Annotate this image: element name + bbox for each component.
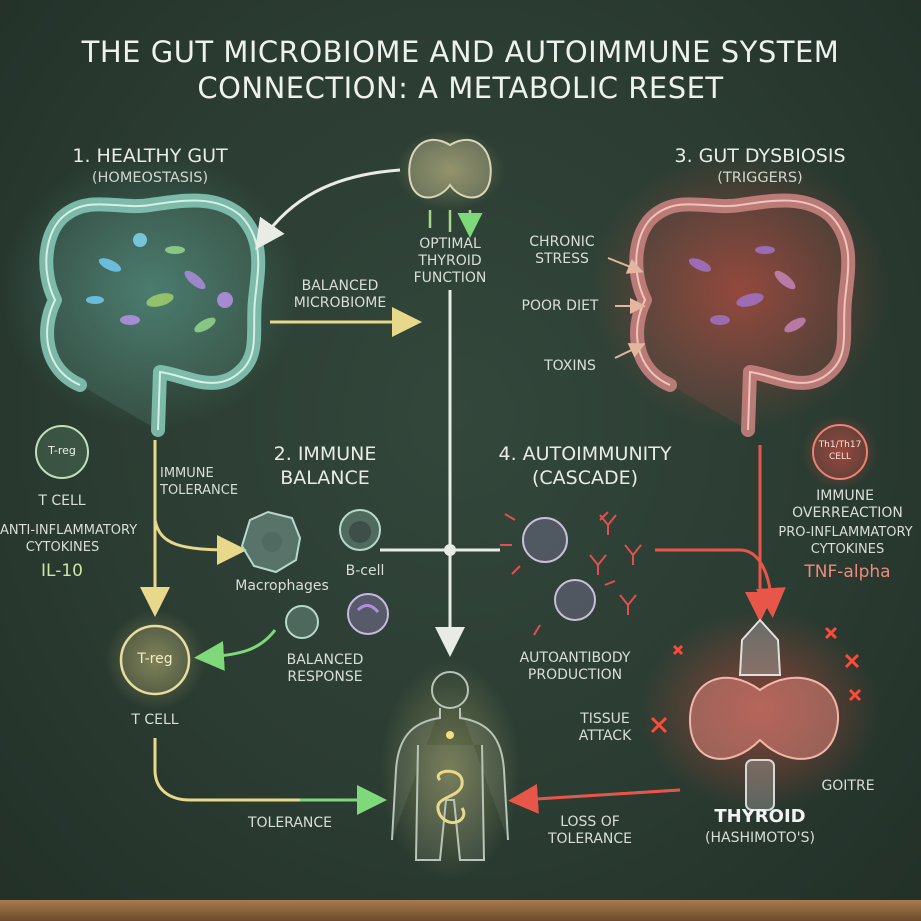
immune-balance-heading-1: 2. IMMUNE xyxy=(273,443,377,465)
tissue-attack-2: ATTACK xyxy=(578,728,632,744)
thyroid-top-label-3: FUNCTION xyxy=(413,270,487,286)
tolerance-label: TOLERANCE xyxy=(247,815,333,831)
pro-inflammatory-1: PRO-INFLAMMATORY xyxy=(778,525,913,540)
balanced-response-1: BALANCED xyxy=(286,652,364,668)
arrow-tolerance-line xyxy=(153,738,375,802)
goitre-label: GOITRE xyxy=(821,778,875,794)
title-line-1: THE GUT MICROBIOME AND AUTOIMMUNE SYSTEM xyxy=(81,35,840,69)
anti-inflammatory-1: ANTI-INFLAMMATORY xyxy=(0,523,138,538)
macrophage-cell xyxy=(240,510,302,574)
thyroid-top-label-2: THYROID xyxy=(418,253,482,269)
autoimmunity-heading-1: 4. AUTOIMMUNITY xyxy=(498,443,672,465)
autoantibody-1: AUTOANTIBODY xyxy=(519,650,631,666)
arrow-balanced-response xyxy=(194,629,277,671)
treg-big-badge: T-reg xyxy=(137,651,173,667)
loss-tolerance-2: TOLERANCE xyxy=(547,831,633,847)
tnf-alpha-label: TNF-alpha xyxy=(804,562,891,582)
th-badge-1: Th1/Th17 xyxy=(818,440,862,450)
thyroid-hashimotos xyxy=(640,610,880,811)
treg-big-label: T CELL xyxy=(131,712,179,728)
autoimmune-cells xyxy=(500,511,642,636)
thyroid-icon-top xyxy=(395,130,505,232)
immune-tolerance-1: IMMUNE xyxy=(160,466,214,481)
dysbiosis-gut-illustration xyxy=(590,150,890,437)
arrow-thyroid-to-gut xyxy=(255,168,401,250)
healthy-gut-sub: (HOMEOSTASIS) xyxy=(91,170,209,186)
hashimotos-label: (HASHIMOTO'S) xyxy=(705,830,815,846)
attack-marks xyxy=(650,626,862,734)
small-cell-2 xyxy=(347,593,389,635)
th-badge-2: CELL xyxy=(829,452,851,462)
balanced-microbiome-1: BALANCED xyxy=(301,278,379,294)
left-tcell-label: T CELL xyxy=(38,493,86,509)
macrophages-label: Macrophages xyxy=(235,578,329,594)
title-line-2: CONNECTION: A METABOLIC RESET xyxy=(197,71,724,105)
trigger-stress-2: STRESS xyxy=(535,251,589,267)
anti-inflammatory-2: CYTOKINES xyxy=(25,540,100,555)
healthy-gut-heading: 1. HEALTHY GUT xyxy=(72,145,228,167)
healthy-gut-illustration xyxy=(0,150,300,437)
dysbiosis-heading: 3. GUT DYSBIOSIS xyxy=(674,145,846,167)
dysbiosis-sub: (TRIGGERS) xyxy=(717,170,803,186)
treg-badge-small xyxy=(35,425,89,479)
arrow-cascade-to-thyroid xyxy=(655,548,786,618)
arrow-to-immune-cells xyxy=(153,519,247,565)
thyroid-top-label-1: OPTIMAL xyxy=(419,236,481,252)
loss-tolerance-1: LOSS OF xyxy=(560,814,620,830)
trigger-toxins: TOXINS xyxy=(544,358,596,374)
autoimmunity-heading-2: (CASCADE) xyxy=(531,467,639,489)
immune-balance-heading-2: BALANCE xyxy=(280,467,370,489)
bcell xyxy=(339,509,381,551)
th-cell-badge xyxy=(802,414,878,490)
bcell-label: B-cell xyxy=(345,563,385,579)
balanced-microbiome-2: MICROBIOME xyxy=(293,295,387,311)
chalk-tray xyxy=(0,900,921,921)
overreaction-1: IMMUNE xyxy=(816,488,874,504)
small-cell-1 xyxy=(285,605,319,639)
tissue-attack-1: TISSUE xyxy=(580,711,630,727)
treg-cell-big xyxy=(105,610,205,710)
trigger-diet: POOR DIET xyxy=(521,298,599,314)
arrow-loss-tolerance xyxy=(508,783,681,814)
il10-label: IL-10 xyxy=(41,561,83,581)
pro-inflammatory-2: CYTOKINES xyxy=(810,542,885,557)
treg-badge-small-label: T-reg xyxy=(48,444,76,457)
immune-tolerance-2: TOLERANCE xyxy=(160,483,239,498)
balanced-response-2: RESPONSE xyxy=(287,669,363,685)
overreaction-2: OVERREACTION xyxy=(792,505,903,521)
autoantibody-2: PRODUCTION xyxy=(527,667,623,683)
trigger-stress-1: CHRONIC xyxy=(529,234,595,250)
human-body-figure xyxy=(380,660,520,880)
thyroid-name: THYROID xyxy=(714,806,806,827)
